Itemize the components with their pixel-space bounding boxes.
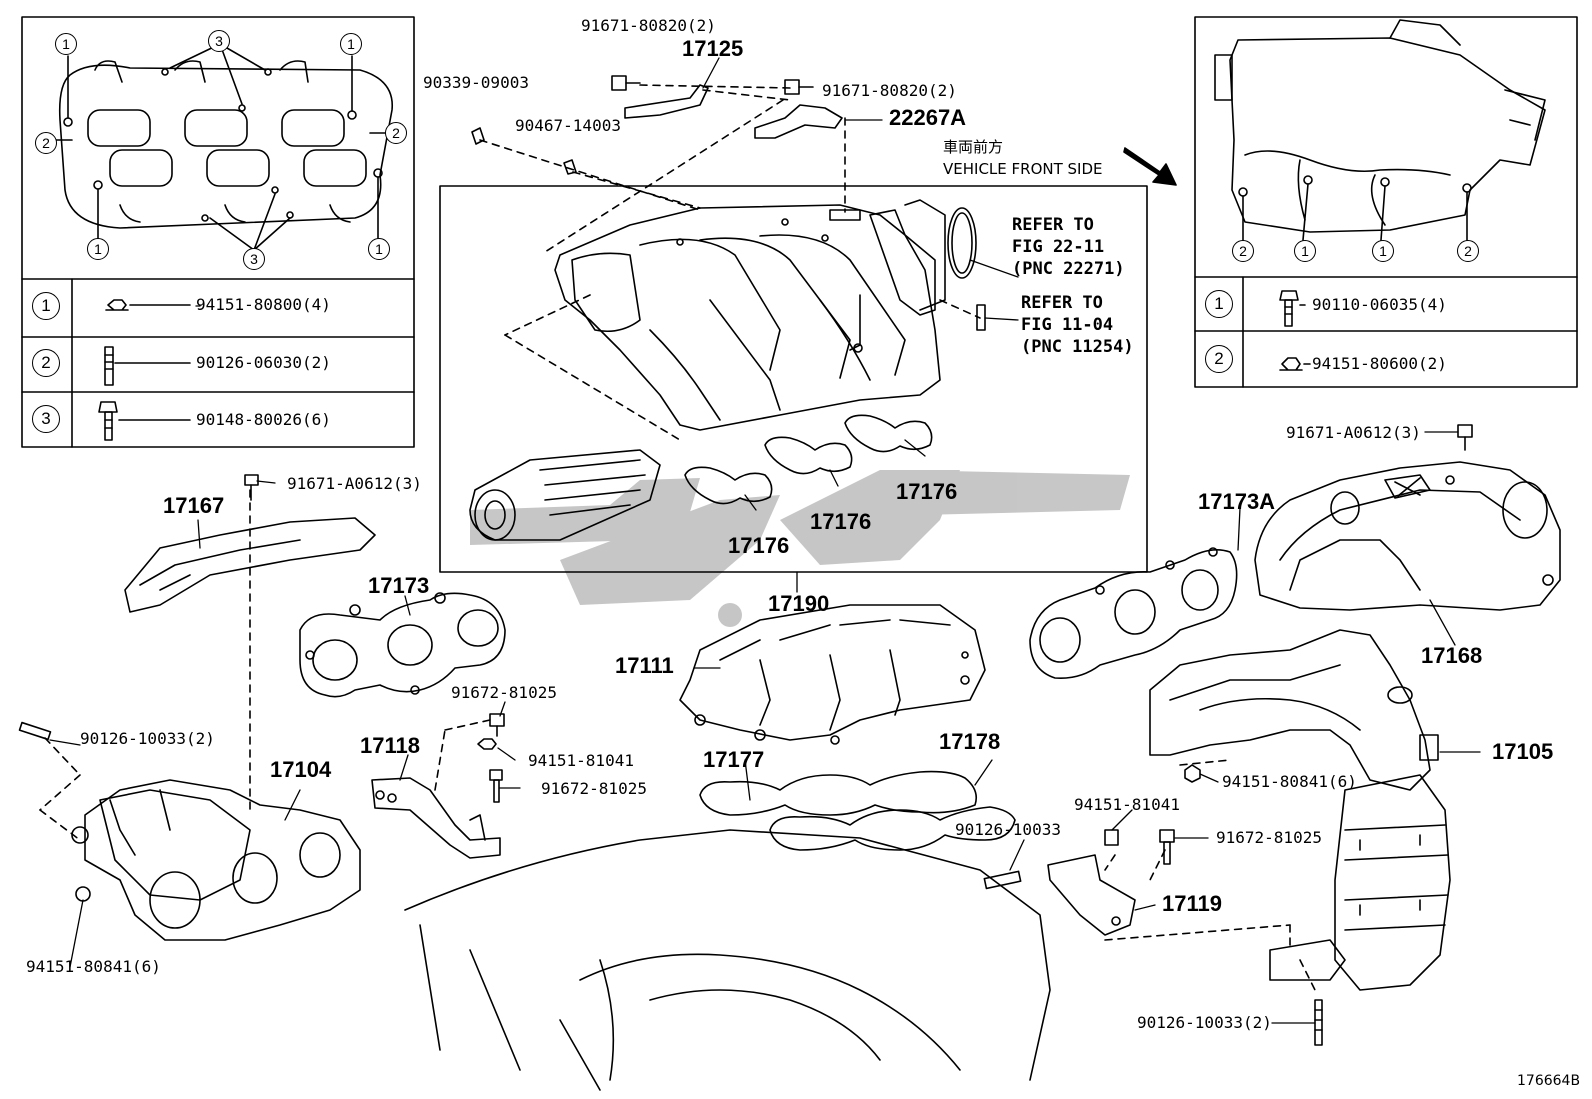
- legend-right-fasteners: [1279, 290, 1311, 371]
- label-17176-middle: 17176: [810, 509, 872, 534]
- legend-right-row2-part: 94151-80600(2): [1312, 354, 1447, 373]
- label-17168: 17168: [1421, 643, 1483, 668]
- exhaust-manifold-17104: [18, 721, 361, 941]
- label-91671-A0612-left: 91671-A0612(3): [287, 474, 422, 493]
- legend-left-row1-part: 94151-80800(4): [196, 295, 331, 314]
- label-17111: 17111: [615, 653, 674, 678]
- refer-fig-11-04-line2: FIG 11-04: [1021, 315, 1114, 335]
- exhaust-gasket-17173: [299, 592, 506, 698]
- legend-left-row2-num: 2: [32, 349, 60, 377]
- label-17176-left: 17176: [728, 533, 790, 558]
- label-91671-80820-right: 91671-80820(2): [822, 81, 957, 100]
- gaskets-17177-17178: [699, 770, 1016, 851]
- callout-2-right: 2: [385, 122, 407, 144]
- label-17176-right: 17176: [896, 479, 958, 504]
- legend-left-row2-part: 90126-06030(2): [196, 353, 331, 372]
- callout-1-top-right: 1: [340, 33, 362, 55]
- label-90467-14003: 90467-14003: [515, 116, 621, 135]
- legend-left-row1-num: 1: [32, 292, 60, 320]
- vehicle-front-jp: 車両前方: [943, 138, 1004, 156]
- legend-box-left: [21, 16, 415, 448]
- callout-1-top-left: 1: [55, 33, 77, 55]
- label-17177: 17177: [703, 747, 765, 772]
- bracket-17118: [371, 777, 501, 859]
- label-94151-80841-right: 94151-80841(6): [1222, 772, 1357, 791]
- legend-right-row1-num: 1: [1205, 290, 1233, 318]
- label-17119: 17119: [1162, 891, 1222, 916]
- label-94151-81041-left: 94151-81041: [528, 751, 634, 770]
- exhaust-manifold-17105: [1149, 629, 1451, 1046]
- label-17125: 17125: [682, 36, 744, 61]
- legend-right-row2-num: 2: [1205, 345, 1233, 373]
- callout-r2-right: 2: [1457, 240, 1479, 262]
- drawing-id: 176664B: [1517, 1073, 1581, 1089]
- gasket-plate-left: [54, 43, 393, 251]
- callout-r1-b: 1: [1372, 240, 1394, 262]
- heat-insulator-17167: [124, 474, 376, 613]
- label-17105: 17105: [1492, 739, 1554, 764]
- legend-box-right: [1194, 16, 1578, 388]
- label-17173A: 17173A: [1198, 489, 1276, 514]
- legend-left-fasteners: [98, 299, 191, 441]
- bracket-17119: [983, 829, 1175, 936]
- label-91672-81025-mid: 91672-81025: [541, 779, 647, 798]
- refer-fig-22-11-line2: FIG 22-11: [1012, 237, 1105, 257]
- refer-fig-11-04-line3: (PNC 11254): [1021, 337, 1134, 357]
- intake-manifold-assembly: [554, 199, 946, 431]
- legend-right-row1-part: 90110-06035(4): [1312, 295, 1447, 314]
- vehicle-front-en: VEHICLE FRONT SIDE: [943, 160, 1103, 178]
- label-17173: 17173: [368, 573, 430, 598]
- label-94151-81041-right: 94151-81041: [1074, 795, 1180, 814]
- throttle-body-gasket: [947, 207, 977, 279]
- label-91671-80820-top: 91671-80820(2): [581, 16, 716, 35]
- label-17104: 17104: [270, 757, 332, 782]
- legend-left-row3-num: 3: [32, 405, 60, 433]
- label-90126-10033-2-left: 90126-10033(2): [80, 729, 215, 748]
- label-91672-81025-right: 91672-81025: [1216, 828, 1322, 847]
- label-91671-A0612-right: 91671-A0612(3): [1286, 423, 1421, 442]
- leader-lines-dashed: [39, 84, 1316, 991]
- callout-2-left: 2: [35, 132, 57, 154]
- engine-block-outline: [404, 829, 1051, 1091]
- label-90339-09003: 90339-09003: [423, 73, 529, 92]
- callout-3-bottom: 3: [243, 248, 265, 270]
- label-17178: 17178: [939, 729, 1001, 754]
- watermark-logo: [470, 470, 1130, 627]
- label-91672-81025-top: 91672-81025: [451, 683, 557, 702]
- brackets-top: [471, 75, 986, 331]
- label-22267A: 22267A: [889, 105, 967, 130]
- port-gaskets-17176: [684, 414, 933, 505]
- intake-duct-17190-part: [469, 449, 661, 541]
- callout-r2-left: 2: [1232, 240, 1254, 262]
- refer-fig-22-11-line1: REFER TO: [1012, 215, 1094, 235]
- label-90126-10033: 90126-10033: [955, 820, 1061, 839]
- label-90126-10033-2-right: 90126-10033(2): [1137, 1013, 1272, 1032]
- label-94151-80841-left: 94151-80841(6): [26, 957, 161, 976]
- vehicle-front-arrow: [1123, 147, 1177, 186]
- callout-r1-a: 1: [1294, 240, 1316, 262]
- heat-insulator-17168: [1254, 424, 1561, 611]
- refer-fig-22-11-line3: (PNC 22271): [1012, 259, 1125, 279]
- label-17167: 17167: [163, 493, 225, 518]
- fasteners-center-left: [477, 713, 505, 803]
- legend-left-row3-part: 90148-80026(6): [196, 410, 331, 429]
- callout-1-bottom-right: 1: [368, 238, 390, 260]
- refer-fig-11-04-line1: REFER TO: [1021, 293, 1103, 313]
- leader-lines-solid: [49, 57, 1481, 1024]
- exhaust-gasket-17173A: [1029, 547, 1238, 680]
- callout-1-bottom-left: 1: [87, 238, 109, 260]
- plenum-17111: [679, 604, 986, 745]
- heat-shield-plate-right: [1214, 19, 1546, 241]
- label-17190: 17190: [768, 591, 830, 616]
- callout-3-top: 3: [208, 30, 230, 52]
- label-17118: 17118: [360, 733, 420, 758]
- intake-manifold-group-box: [439, 185, 1148, 573]
